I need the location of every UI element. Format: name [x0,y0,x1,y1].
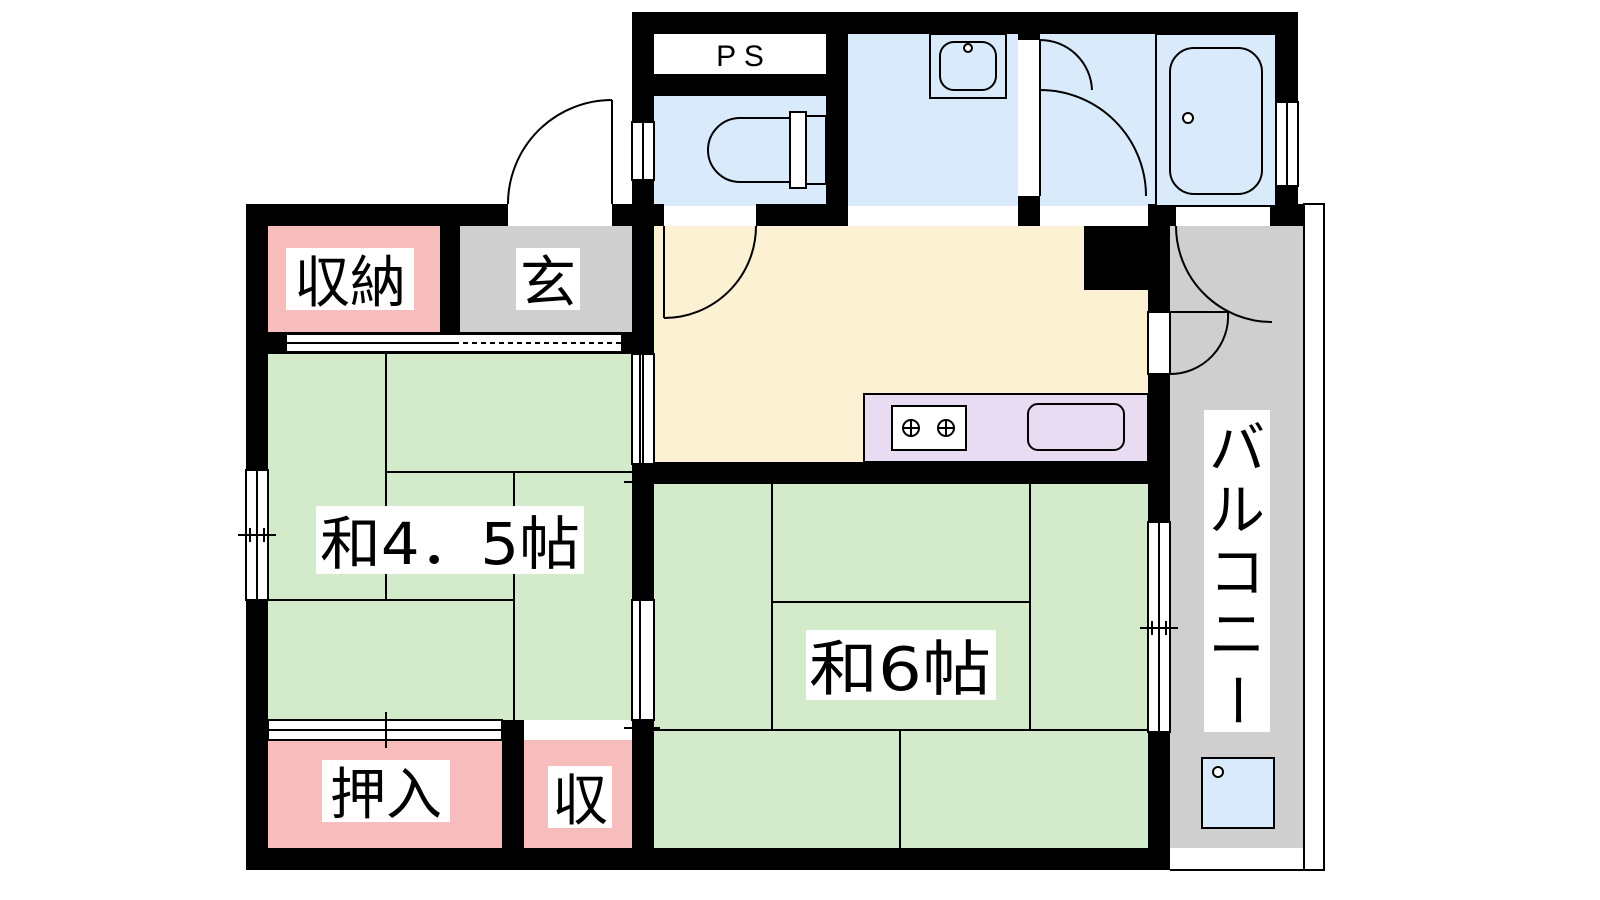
balcony-char: ル [1209,479,1265,544]
pipe-space-label: P S [716,40,764,73]
storage-top-label: 収納 [294,251,406,316]
bathtub-icon [1155,33,1277,207]
counter [863,393,1149,463]
balcony-door [1175,225,1273,323]
bath-door [1039,89,1147,197]
tatami-large-label: 和6帖 [809,635,991,705]
storage-small-label: 収 [552,769,608,834]
kitchen-door [663,225,757,319]
entry-door [507,99,613,205]
pipe-space [654,34,826,74]
entrance-label: 玄 [520,251,576,316]
windows [238,101,1325,871]
balcony-char: ニ [1209,603,1265,668]
balcony-char: コ [1209,541,1265,606]
washbasin-icon [929,33,1007,99]
balcony-char: バ [1209,417,1265,482]
toilet-icon [707,111,827,189]
sink-icon [1027,403,1125,451]
washing-machine-pan-icon [1201,757,1275,829]
tatami-small-label: 和4．5帖 [320,510,580,578]
balcony-label: バ ル コ ニ ー [1203,417,1268,728]
closet-label: 押入 [330,763,442,828]
doors [507,39,1273,376]
balcony-char: ー [1203,672,1268,728]
room-labels: 収納 玄 P S 和4．5帖 和6帖 押入 収 バ ル コ ニ ー [286,40,1270,834]
tatami-seams [268,354,1148,848]
